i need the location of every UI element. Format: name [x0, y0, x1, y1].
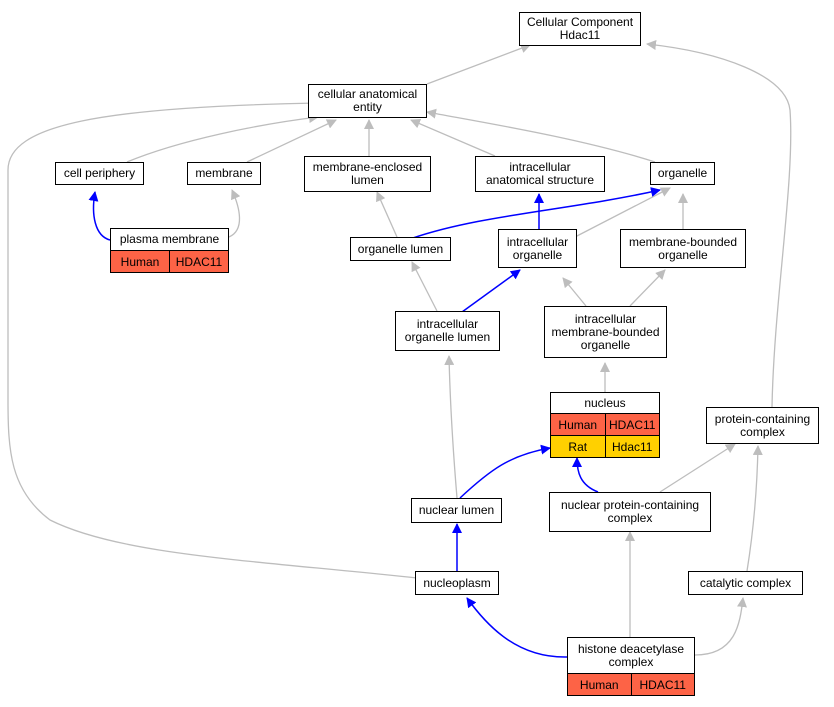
annotation-row-rat: Rat Hdac11	[551, 435, 659, 457]
node-organelle-lumen[interactable]: organelle lumen	[350, 237, 451, 261]
node-nuclear-protein-containing-complex[interactable]: nuclear protein-containing complex	[549, 492, 711, 532]
edge-ias-to-cae	[410, 118, 496, 157]
edge-membrane-to-cae	[246, 119, 337, 163]
node-label: membrane	[195, 166, 253, 180]
node-label: membrane-bounded organelle	[628, 234, 738, 262]
node-cellular-anatomical-entity[interactable]: cellular anatomical entity	[308, 84, 427, 118]
node-membrane[interactable]: membrane	[187, 162, 261, 185]
node-label: organelle lumen	[357, 241, 444, 256]
node-label: intracellular organelle	[506, 234, 569, 262]
edge-organelle-lumen-to-mel	[376, 191, 398, 238]
node-cell-periphery[interactable]: cell periphery	[55, 162, 144, 185]
edge-nuclear-lumen-part-of-nucleus	[459, 444, 551, 499]
annotation-row-human: Human HDAC11	[111, 250, 228, 272]
node-label: plasma membrane	[119, 232, 220, 246]
node-protein-containing-complex[interactable]: protein-containing complex	[706, 407, 819, 444]
node-label: Cellular Component Hdac11	[526, 15, 634, 42]
edge-npcc-part-of-nucleus	[572, 457, 599, 493]
species-cell: Human	[120, 254, 160, 269]
node-catalytic-complex[interactable]: catalytic complex	[688, 571, 803, 595]
node-intracellular-organelle-lumen[interactable]: intracellular organelle lumen	[395, 311, 500, 351]
node-organelle[interactable]: organelle	[650, 162, 715, 185]
edge-nuclear-lumen-to-iol	[444, 355, 458, 499]
edge-hdac-complex-part-of-nucleoplasm	[466, 597, 568, 658]
node-cellular-component[interactable]: Cellular Component Hdac11	[519, 12, 641, 46]
node-intracellular-anatomical-structure[interactable]: intracellular anatomical structure	[475, 156, 605, 192]
node-intracellular-organelle[interactable]: intracellular organelle	[498, 229, 577, 268]
node-nuclear-lumen[interactable]: nuclear lumen	[411, 498, 502, 523]
node-label: cellular anatomical entity	[317, 87, 418, 114]
edge-plasma-membrane-part-of-cell-periphery	[88, 191, 111, 241]
edge-plasma-membrane-to-membrane	[228, 189, 241, 238]
edge-catalytic-complex-to-pcc	[746, 445, 763, 572]
node-label: cell periphery	[63, 166, 136, 180]
node-histone-deacetylase-complex[interactable]: histone deacetylase complex Human HDAC11	[567, 637, 695, 696]
gene-cell: HDAC11	[604, 414, 660, 435]
node-nucleoplasm[interactable]: nucleoplasm	[415, 571, 499, 595]
node-nucleus[interactable]: nucleus Human HDAC11 Rat Hdac11	[550, 392, 660, 458]
annotation-row-human: Human HDAC11	[568, 673, 694, 695]
edge-nucleoplasm-to-cae	[7, 98, 418, 579]
edge-iol-to-organelle-lumen	[411, 261, 438, 312]
node-label: nuclear lumen	[418, 503, 495, 517]
edge-organelle-lumen-part-of-organelle	[412, 187, 661, 239]
node-label: intracellular anatomical structure	[485, 160, 595, 187]
edge-pcc-to-cellular-component	[646, 40, 792, 408]
edge-imbo-to-mbo	[629, 269, 666, 307]
edge-cae-to-cellular-component	[426, 43, 531, 85]
edge-cell-periphery-to-cae	[126, 113, 319, 163]
gene-cell: HDAC11	[169, 251, 228, 272]
node-label: nuclear protein-containing complex	[560, 498, 700, 525]
node-label: membrane-enclosed lumen	[312, 160, 423, 187]
species-cell: Human	[558, 417, 598, 432]
node-label: catalytic complex	[699, 575, 792, 590]
node-label: intracellular organelle lumen	[404, 317, 491, 344]
node-label: intracellular membrane-bounded organelle	[551, 311, 660, 352]
species-cell: Rat	[568, 439, 588, 454]
node-label: nucleoplasm	[423, 575, 491, 590]
node-membrane-enclosed-lumen[interactable]: membrane-enclosed lumen	[304, 156, 431, 192]
edge-organelle-to-cae	[426, 108, 656, 163]
edge-imbo-to-intracellular-organelle	[562, 277, 587, 307]
species-cell: Human	[579, 677, 619, 692]
node-label: organelle	[657, 166, 708, 180]
gene-cell: HDAC11	[630, 674, 695, 695]
node-plasma-membrane[interactable]: plasma membrane Human HDAC11	[110, 228, 229, 273]
edge-hdac-complex-to-catalytic-complex	[694, 597, 747, 656]
edge-iol-part-of-intracellular-organelle	[461, 269, 521, 313]
node-membrane-bounded-organelle[interactable]: membrane-bounded organelle	[620, 229, 746, 268]
node-label: nucleus	[584, 395, 626, 410]
node-intracellular-membrane-bounded-organelle[interactable]: intracellular membrane-bounded organelle	[544, 306, 667, 358]
annotation-row-human: Human HDAC11	[551, 413, 659, 435]
edge-npcc-to-pcc	[659, 443, 736, 493]
node-label: histone deacetylase complex	[577, 641, 685, 669]
gene-cell: Hdac11	[604, 436, 660, 457]
node-label: protein-containing complex	[714, 411, 811, 439]
